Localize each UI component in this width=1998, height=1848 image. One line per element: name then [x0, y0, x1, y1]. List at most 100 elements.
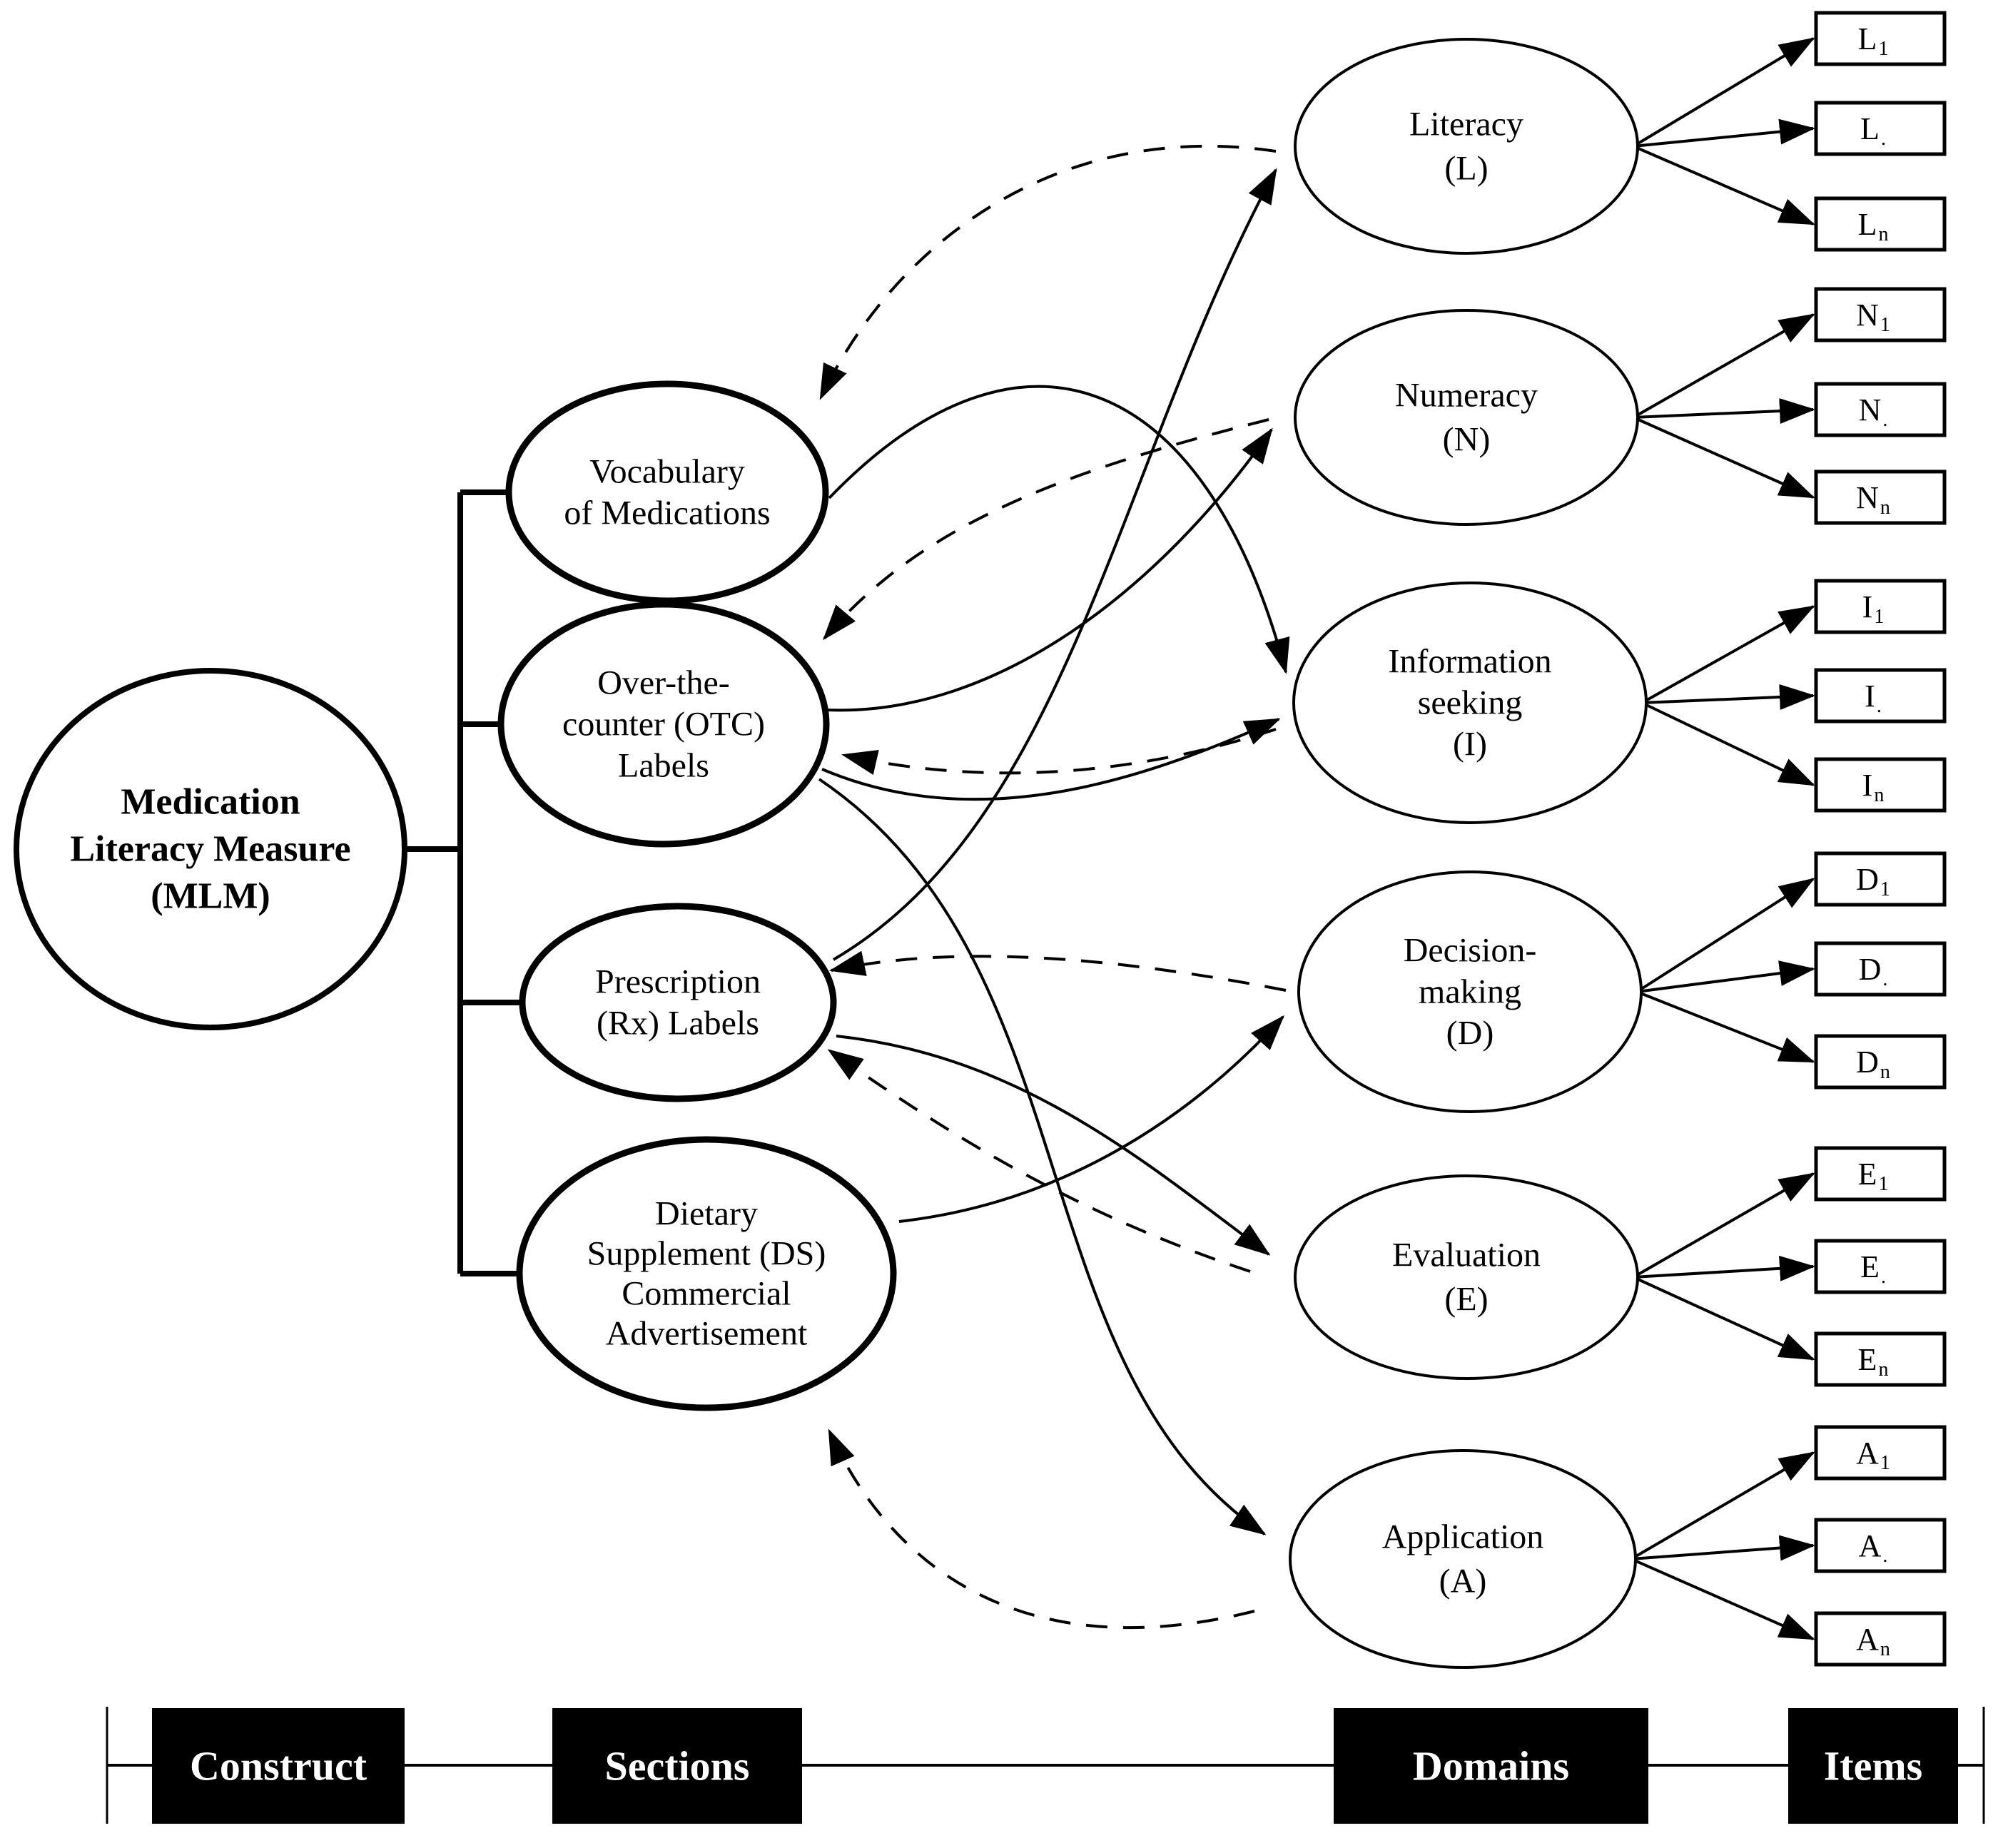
item-label-E-n: En [1858, 1342, 1889, 1381]
item-box-D-dot [1814, 941, 1947, 997]
axis-box-items [1788, 1708, 1958, 1824]
item-N-n: Nn [1814, 469, 1947, 525]
section-ellipse-rx [519, 903, 837, 1102]
domain-ellipse-information [1292, 582, 1648, 824]
item-D-dot: D. [1814, 941, 1947, 997]
item-arrow-I-2 [1641, 701, 1815, 786]
item-box-I-1 [1814, 579, 1947, 634]
domain-item-arrows [1630, 37, 1815, 1640]
item-arrow-D-2 [1636, 990, 1815, 1063]
item-box-I-dot [1814, 668, 1947, 724]
item-A-1: A1 [1814, 1425, 1947, 1481]
item-label-L-n: Ln [1858, 207, 1889, 245]
domain-label-numeracy: Numeracy(N) [1395, 377, 1538, 459]
axis-label-items: Items [1824, 1743, 1923, 1789]
item-label-D-dot: D. [1859, 952, 1888, 990]
item-arrow-L-1 [1633, 118, 1815, 148]
section-label-otc: Over-the-counter (OTC)Labels [562, 664, 765, 785]
item-label-D-n: Dn [1856, 1045, 1890, 1083]
item-label-L-1: L1 [1858, 21, 1889, 60]
item-I-dot: I. [1814, 668, 1947, 724]
solid-arrow-otc-to-numeracy [826, 427, 1273, 712]
item-arrow-A-0 [1630, 1451, 1815, 1560]
section-ellipse-ds [516, 1136, 897, 1411]
item-label-A-1: A1 [1856, 1436, 1890, 1474]
domain-label-literacy: Literacy(L) [1409, 106, 1523, 188]
solid-arrow-otc-to-information [821, 718, 1281, 801]
item-box-N-1 [1814, 287, 1947, 342]
item-box-A-1 [1814, 1425, 1947, 1481]
solid-arrow-vocabulary-to-information [828, 385, 1290, 674]
domain-ellipse-evaluation [1294, 1174, 1639, 1380]
section-ellipse-vocabulary [505, 380, 829, 604]
item-arrow-L-0 [1632, 37, 1815, 148]
domain-node-numeracy: Numeracy(N) [1294, 309, 1639, 526]
level-axis: Construct Sections Domains Items [106, 1707, 1985, 1824]
item-label-D-1: D1 [1856, 862, 1890, 900]
item-label-I-n: In [1862, 768, 1885, 806]
item-I-n: In [1814, 757, 1947, 813]
item-label-L-dot: L. [1860, 111, 1886, 150]
axis-label-domains: Domains [1413, 1743, 1569, 1789]
item-box-N-dot [1814, 382, 1947, 437]
item-E-1: E1 [1814, 1146, 1947, 1202]
domain-ellipse-literacy [1294, 38, 1639, 255]
item-arrow-D-1 [1636, 960, 1815, 993]
domain-node-decision: Decision-making(D) [1297, 870, 1643, 1113]
item-box-D-1 [1814, 851, 1947, 907]
solid-arrow-rx-to-literacy [832, 168, 1277, 961]
section-label-rx: Prescription(Rx) Labels [595, 963, 761, 1042]
item-I-1: I1 [1814, 579, 1947, 634]
item-L-n: Ln [1814, 196, 1947, 252]
axis-label-construct: Construct [190, 1743, 367, 1789]
item-label-A-dot: A. [1859, 1528, 1888, 1567]
dashed-arrow-numeracy-to-otc [823, 418, 1269, 641]
item-L-1: L1 [1814, 11, 1947, 66]
section-node-rx: Prescription(Rx) Labels [519, 903, 837, 1102]
solid-arrow-rx-to-evaluation [836, 1035, 1271, 1256]
item-label-I-dot: I. [1865, 679, 1882, 717]
item-box-I-n [1814, 757, 1947, 813]
item-E-dot: E. [1814, 1239, 1947, 1294]
item-box-L-n [1814, 196, 1947, 252]
item-box-A-dot [1814, 1518, 1947, 1573]
item-arrow-N-2 [1633, 416, 1815, 499]
axis-box-construct [152, 1708, 405, 1824]
item-A-dot: A. [1814, 1518, 1947, 1573]
domain-node-evaluation: Evaluation(E) [1294, 1174, 1639, 1380]
item-arrow-E-2 [1633, 1276, 1815, 1361]
item-box-L-1 [1814, 11, 1947, 66]
item-box-E-dot [1814, 1239, 1947, 1294]
domain-label-evaluation: Evaluation(E) [1392, 1237, 1541, 1319]
axis-label-sections: Sections [605, 1743, 750, 1789]
item-A-n: An [1814, 1611, 1947, 1667]
item-D-1: D1 [1814, 851, 1947, 907]
item-arrow-N-0 [1633, 313, 1815, 419]
dashed-arrow-decision-to-rx [829, 950, 1287, 992]
item-box-E-1 [1814, 1146, 1947, 1202]
connection-curves [818, 144, 1290, 1630]
item-arrow-A-2 [1631, 1558, 1815, 1640]
item-box-D-n [1814, 1034, 1947, 1090]
domain-label-decision: Decision-making(D) [1404, 932, 1537, 1052]
item-arrow-E-1 [1633, 1255, 1815, 1281]
solid-arrow-otc-to-application [818, 778, 1267, 1535]
domain-ellipse-numeracy [1294, 309, 1639, 526]
item-label-I-1: I1 [1862, 589, 1885, 628]
item-label-E-dot: E. [1860, 1249, 1886, 1288]
domain-label-application: Application(A) [1382, 1518, 1544, 1600]
item-box-A-n [1814, 1611, 1947, 1667]
section-ellipse-otc [497, 601, 830, 848]
construct-section-links [402, 489, 529, 1276]
item-arrow-I-1 [1641, 684, 1815, 710]
solid-arrow-ds-to-decision [898, 1015, 1285, 1223]
